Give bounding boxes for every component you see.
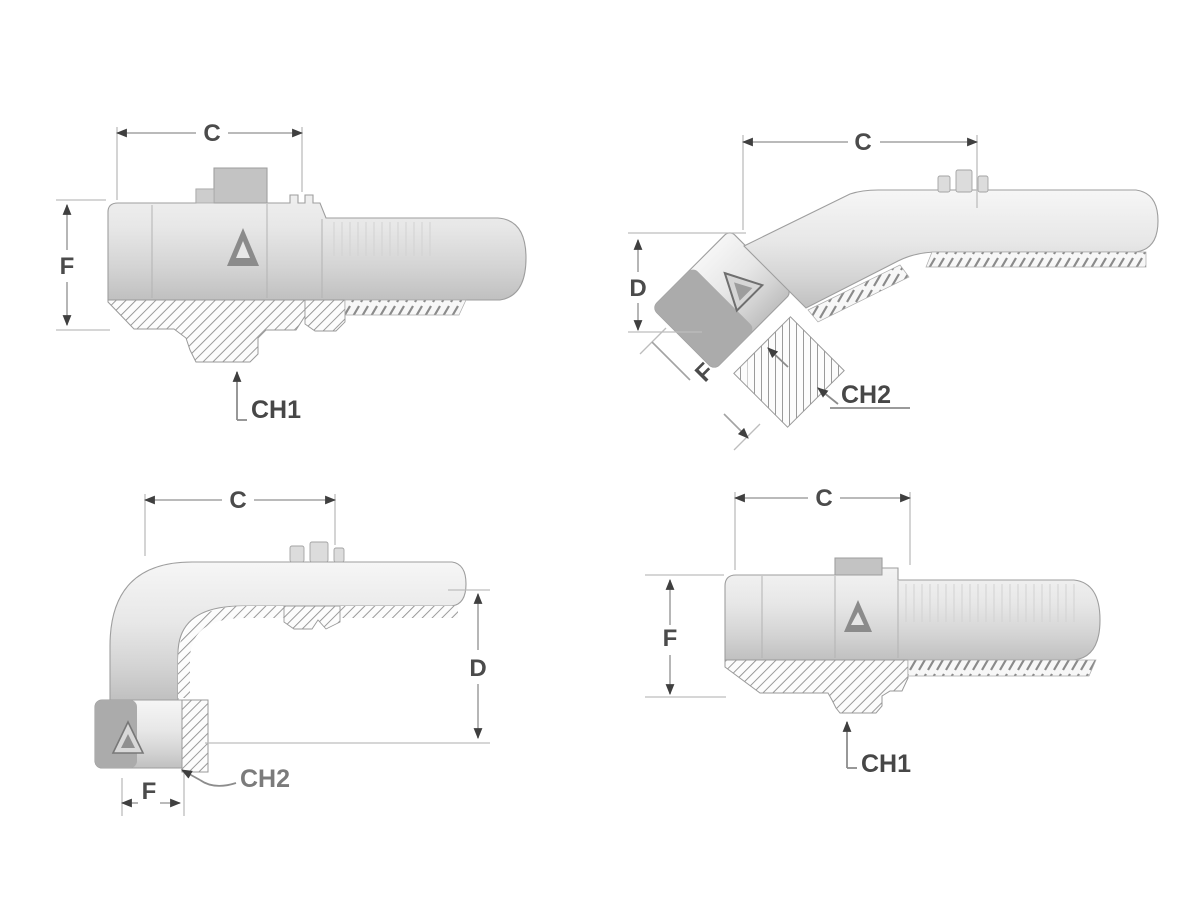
thread-cross-section: [107, 299, 306, 363]
label-c: C: [854, 129, 871, 156]
nut-thread-cross-section: [733, 316, 845, 428]
label-ch1: CH1: [251, 396, 301, 424]
fitting-straight-bottom-right: C F CH1: [645, 485, 1101, 778]
hose-tail-ribs: [905, 584, 1075, 622]
nut-thread-cross-section: [181, 699, 209, 773]
brand-mark-icon: [844, 600, 872, 632]
label-f: F: [60, 253, 75, 280]
ferrule-cross-section: [283, 605, 341, 630]
hose-tail-ribs: [333, 222, 431, 256]
label-d: D: [629, 275, 646, 302]
dimension-f: F: [645, 574, 726, 698]
label-d: D: [469, 655, 486, 682]
swivel-nut: [654, 232, 790, 368]
seat-face-arrow: [767, 347, 789, 368]
hex-flat: [834, 557, 883, 576]
label-c: C: [229, 487, 246, 514]
label-f: F: [663, 625, 678, 652]
serration-band-horizontal: [925, 251, 1147, 268]
fitting-elbow-45: C D F CH2: [628, 129, 1159, 451]
label-ch2: CH2: [240, 765, 290, 793]
label-ch1: CH1: [861, 750, 911, 778]
label-c: C: [203, 120, 220, 147]
body-seams: [151, 204, 323, 298]
ferrule-cross-section: [304, 299, 346, 332]
hose-serration-band: [344, 299, 467, 316]
callout-ch1: CH1: [232, 370, 301, 424]
body-seams: [761, 576, 899, 658]
hose-serration-band: [907, 659, 1097, 677]
brand-mark-icon: [111, 720, 145, 754]
label-c: C: [815, 485, 832, 512]
label-f: F: [142, 778, 157, 805]
callout-ch2: CH2: [767, 347, 910, 409]
swivel-nut: [94, 699, 208, 769]
thread-cross-section: [724, 659, 909, 714]
callout-ch2: CH2: [181, 765, 290, 793]
serration-band-diagonal: [807, 264, 910, 323]
dimension-d: D: [628, 232, 746, 333]
ferrule-ridges: [289, 541, 345, 563]
hex-flat: [213, 167, 268, 204]
tube-body: [743, 189, 1159, 309]
brand-mark-icon: [227, 228, 259, 266]
tube-body: [109, 561, 467, 701]
dimension-c: C: [733, 485, 912, 570]
fitting-elbow-90: C D F CH2: [94, 487, 490, 816]
dimension-c: C: [115, 120, 304, 200]
dimension-d: D: [205, 589, 490, 744]
dimension-f: F: [120, 770, 185, 816]
dimension-f: F: [56, 199, 110, 331]
fitting-body: [724, 557, 1101, 661]
fitting-body: [107, 167, 527, 301]
ferrule-ridges: [937, 169, 989, 193]
callout-ch1: CH1: [842, 720, 911, 778]
fitting-straight-top-left: C F CH1: [56, 120, 527, 424]
brand-mark-icon: [723, 271, 765, 313]
collar: [195, 188, 215, 204]
label-ch2: CH2: [841, 381, 891, 409]
dimension-c: C: [741, 129, 979, 230]
dimension-c: C: [143, 487, 337, 556]
inner-serration-band: [178, 606, 458, 698]
